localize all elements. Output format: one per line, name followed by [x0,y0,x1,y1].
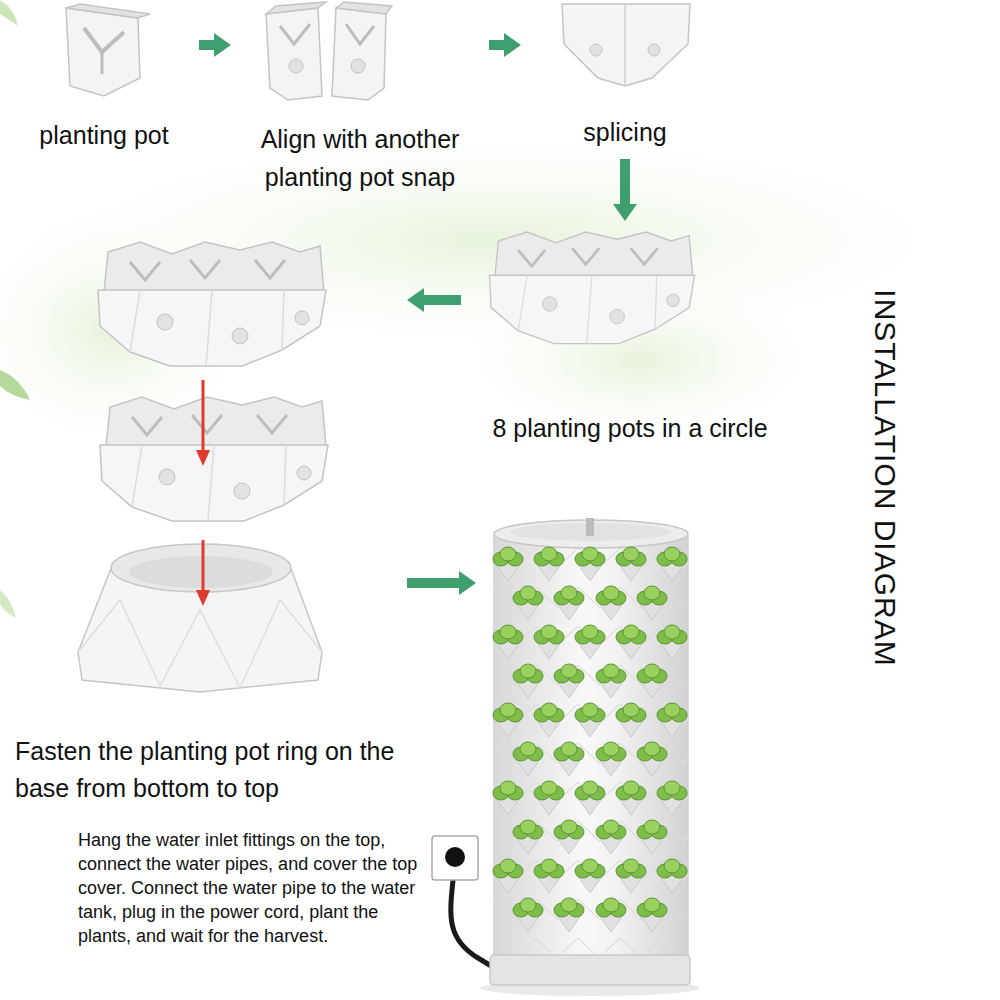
step-caption: splicing [525,117,725,147]
planting-pot-piece [66,4,150,96]
step-arrow [613,159,637,221]
background-haze [0,0,1000,618]
step-group: 8 planting pots in a circle [465,225,795,450]
step-caption: planting pot [13,120,195,150]
step-arrow [407,288,461,312]
ring-stack [78,242,328,692]
step-caption: Hang the water inlet fittings on the top… [78,828,423,948]
step-arrow [199,33,231,57]
step-group: Align with another planting pot snap [235,5,485,200]
two-pot-pieces [266,2,392,100]
step-caption: Align with another planting pot snap [235,120,485,196]
step-group: Hang the water inlet fittings on the top… [480,505,700,995]
step-arrow [489,33,521,57]
pot-ring [489,232,694,344]
diagram-title: INSTALLATION DIAGRAM [868,289,902,666]
step-caption: 8 planting pots in a circle [465,413,795,443]
step-group: Fasten the planting pot ring on the base… [8,235,403,815]
step-group: splicing [525,5,725,155]
step-group: planting pot [13,5,195,155]
step-caption: Fasten the planting pot ring on the base… [15,733,400,807]
spliced-pot-pieces [562,4,690,86]
tower-garden [480,518,700,996]
step-arrow [407,571,476,595]
power-cord [432,836,504,974]
